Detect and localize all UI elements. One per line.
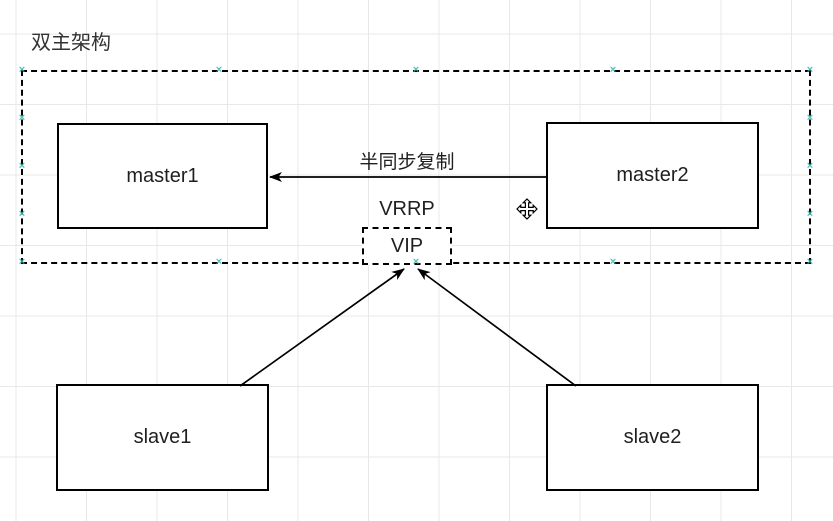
edge-label-replication[interactable]: 半同步复制 — [359, 152, 455, 173]
node-slave2-label: slave2 — [623, 426, 682, 448]
node-master2-label: master2 — [616, 164, 689, 186]
edge-slave1-to-vip[interactable] — [239, 268, 405, 387]
node-master1-label: master1 — [126, 164, 199, 187]
node-master2[interactable]: master2 — [546, 122, 759, 229]
move-icon[interactable] — [516, 198, 538, 220]
node-slave1[interactable]: slave1 — [56, 384, 269, 491]
annotation-vrrp[interactable]: VRRP — [379, 198, 435, 220]
node-slave1-label: slave1 — [133, 426, 192, 448]
diagram-title[interactable]: 双主架构 — [31, 32, 111, 54]
node-vip[interactable]: VIP — [362, 227, 452, 265]
node-master1[interactable]: master1 — [57, 123, 268, 229]
edge-slave2-to-vip[interactable] — [417, 268, 577, 387]
node-vip-label: VIP — [390, 234, 424, 257]
node-slave2[interactable]: slave2 — [546, 384, 759, 491]
